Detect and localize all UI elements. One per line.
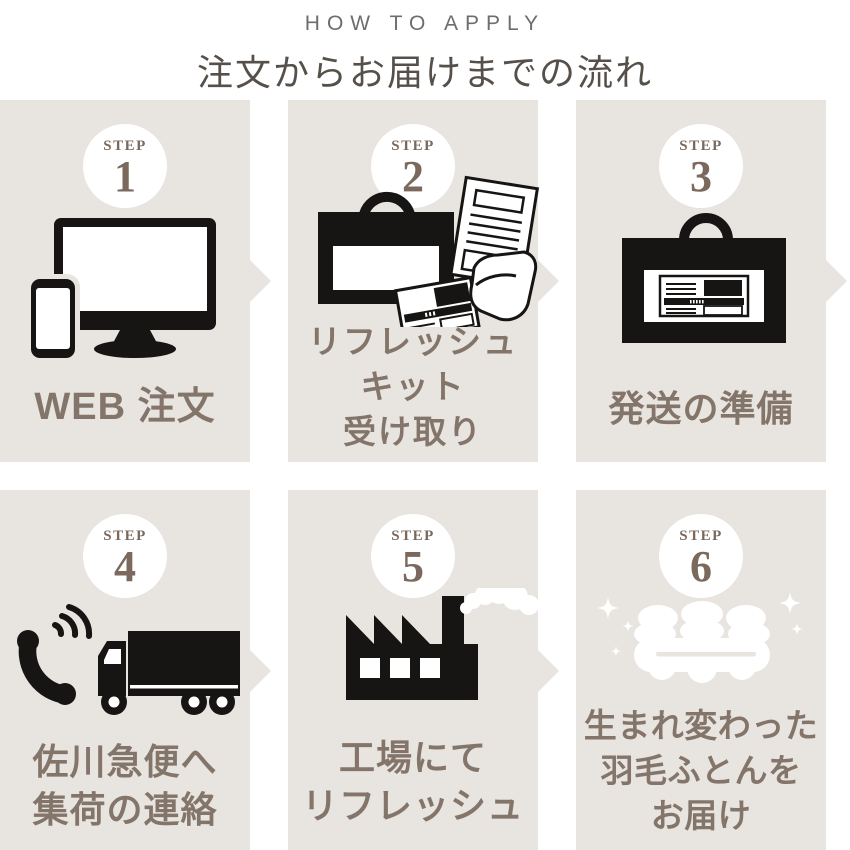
step-1-badge: STEP 1 bbox=[83, 124, 167, 208]
step-badge-label: STEP bbox=[103, 138, 147, 154]
step-badge-number: 3 bbox=[690, 152, 712, 201]
step-3-label: 発送の準備 bbox=[608, 388, 794, 429]
arrow-right-icon bbox=[826, 260, 847, 302]
step-badge-number: 6 bbox=[690, 542, 712, 591]
shipping-bag-icon bbox=[622, 213, 786, 343]
step-3-badge: STEP 3 bbox=[659, 124, 743, 208]
sparkle-icon bbox=[597, 592, 803, 657]
header-subtitle: HOW TO APPLY bbox=[304, 12, 546, 35]
step-card-5: STEP 5 工場にて リフレッシュ bbox=[288, 490, 559, 850]
step-badge-label: STEP bbox=[391, 138, 435, 154]
arrow-right-icon bbox=[250, 260, 271, 302]
step-card-3: STEP 3 発送の準備 bbox=[576, 100, 847, 462]
arrow-right-icon bbox=[538, 650, 559, 692]
step-1-label: WEB 注文 bbox=[34, 386, 216, 428]
factory-icon bbox=[346, 588, 539, 700]
step-badge-number: 4 bbox=[114, 542, 136, 591]
step-badge-number: 2 bbox=[402, 152, 424, 201]
step-4-badge: STEP 4 bbox=[83, 514, 167, 598]
step-card-4: STEP 4 佐川急便へ 集荷の連絡 bbox=[0, 490, 271, 850]
step-4-label: 佐川急便へ 集荷の連絡 bbox=[32, 741, 218, 830]
step-2-label: リフレッシュ キット 受け取り bbox=[308, 323, 518, 450]
computer-phone-icon bbox=[26, 218, 216, 363]
step-2-badge: STEP 2 bbox=[371, 124, 455, 208]
step-6-label: 生まれ変わった 羽毛ふとんを お届け bbox=[583, 707, 819, 834]
step-6-badge: STEP 6 bbox=[659, 514, 743, 598]
phone-truck-icon bbox=[17, 604, 240, 715]
step-badge-label: STEP bbox=[679, 138, 723, 154]
step-badge-label: STEP bbox=[103, 528, 147, 544]
step-card-6: STEP 6 生まれ変わった 羽毛ふとんを お届け bbox=[576, 490, 826, 850]
step-badge-number: 5 bbox=[402, 542, 424, 591]
step-badge-label: STEP bbox=[679, 528, 723, 544]
step-badge-label: STEP bbox=[391, 528, 435, 544]
step-card-1: STEP 1 WEB 注文 bbox=[0, 100, 271, 462]
refresh-kit-icon bbox=[318, 175, 540, 327]
step-5-badge: STEP 5 bbox=[371, 514, 455, 598]
arrow-right-icon bbox=[250, 650, 271, 692]
step-badge-number: 1 bbox=[114, 152, 136, 201]
step-5-label: 工場にて リフレッシュ bbox=[301, 737, 524, 826]
step-card-2: STEP 2 リフレッシュ キット bbox=[288, 100, 559, 462]
page-header: HOW TO APPLY 注文からお届けまでの流れ bbox=[0, 0, 850, 96]
page-title: 注文からお届けまでの流れ bbox=[196, 52, 653, 93]
arrow-right-icon bbox=[538, 260, 559, 302]
futon-icon bbox=[597, 592, 803, 683]
